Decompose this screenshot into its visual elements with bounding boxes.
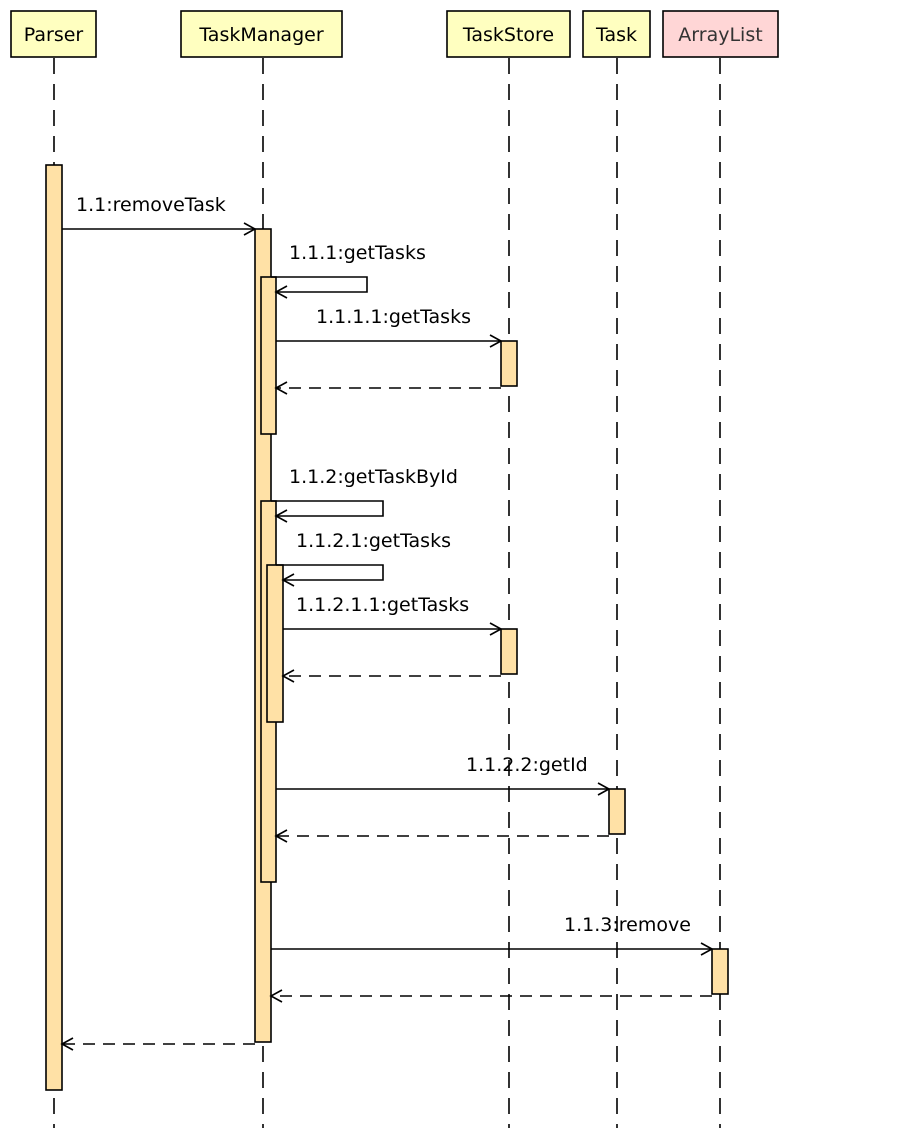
participant-label: Task bbox=[595, 24, 637, 46]
arrowhead bbox=[281, 573, 295, 587]
message-line bbox=[271, 276, 368, 293]
participant-box bbox=[582, 10, 651, 58]
participant-label: Parser bbox=[24, 24, 84, 46]
arrowhead bbox=[274, 381, 288, 395]
participant-box bbox=[180, 10, 343, 58]
message-label: 1.1:removeTask bbox=[76, 194, 226, 216]
message-getid: 1.1.2.2:getId bbox=[276, 754, 611, 796]
participant-box bbox=[10, 10, 97, 58]
message-nested-gettasks-self: 1.1.2.1:getTasks bbox=[276, 530, 451, 587]
message-label: 1.1.3:remove bbox=[564, 914, 691, 936]
participant-label: TaskStore bbox=[462, 24, 554, 46]
arrowhead bbox=[243, 222, 257, 236]
arrowhead bbox=[489, 334, 503, 348]
activation-task bbox=[608, 788, 626, 835]
arrowhead bbox=[274, 509, 288, 523]
message-label: 1.1.2:getTaskById bbox=[289, 466, 458, 488]
message-line bbox=[271, 500, 384, 517]
arrowhead bbox=[274, 285, 288, 299]
participant-parser: Parser bbox=[10, 10, 97, 58]
activation-taskmanager-gettasks bbox=[260, 276, 277, 435]
arrowhead bbox=[597, 782, 611, 796]
return-parser bbox=[60, 1037, 255, 1051]
activation-taskstore-2 bbox=[500, 628, 518, 675]
participant-label: ArrayList bbox=[678, 24, 762, 46]
message-removetask: 1.1:removeTask bbox=[62, 194, 257, 236]
return-task bbox=[274, 829, 609, 843]
arrowhead bbox=[489, 622, 503, 636]
message-label: 1.1.1:getTasks bbox=[289, 242, 426, 264]
arrowhead bbox=[281, 669, 295, 683]
message-label: 1.1.2.1.1:getTasks bbox=[296, 594, 469, 616]
activation-parser bbox=[45, 164, 63, 1091]
message-label: 1.1.2.1:getTasks bbox=[296, 530, 451, 552]
lifelines bbox=[53, 58, 721, 1128]
arrowhead bbox=[60, 1037, 74, 1051]
message-line bbox=[276, 564, 384, 581]
message-gettaskbyid-self: 1.1.2:getTaskById bbox=[271, 466, 458, 523]
participant-box bbox=[662, 10, 779, 58]
message-remove: 1.1.3:remove bbox=[271, 914, 714, 956]
message-gettasks-self: 1.1.1:getTasks bbox=[271, 242, 426, 299]
message-gettasks-taskstore: 1.1.1.1:getTasks bbox=[276, 306, 503, 348]
participant-box bbox=[446, 10, 571, 58]
arrowhead bbox=[274, 829, 288, 843]
arrowhead bbox=[700, 942, 714, 956]
participant-taskmanager: TaskManager bbox=[180, 10, 343, 58]
participant-taskstore: TaskStore bbox=[446, 10, 571, 58]
message-label: 1.1.2.2:getId bbox=[466, 754, 588, 776]
arrowhead bbox=[269, 989, 283, 1003]
return-taskstore-1 bbox=[274, 381, 501, 395]
message-label: 1.1.1.1:getTasks bbox=[316, 306, 471, 328]
return-arraylist bbox=[269, 989, 712, 1003]
participant-arraylist: ArrayList bbox=[662, 10, 779, 58]
activation-taskstore-1 bbox=[500, 340, 518, 387]
participant-label: TaskManager bbox=[198, 24, 323, 46]
participant-task: Task bbox=[582, 10, 651, 58]
return-taskstore-2 bbox=[281, 669, 501, 683]
activation-arraylist bbox=[711, 948, 729, 995]
activation-taskmanager-nested-gettasks bbox=[266, 564, 284, 723]
message-nested-gettasks-taskstore: 1.1.2.1.1:getTasks bbox=[283, 594, 503, 636]
activations bbox=[45, 164, 729, 1091]
